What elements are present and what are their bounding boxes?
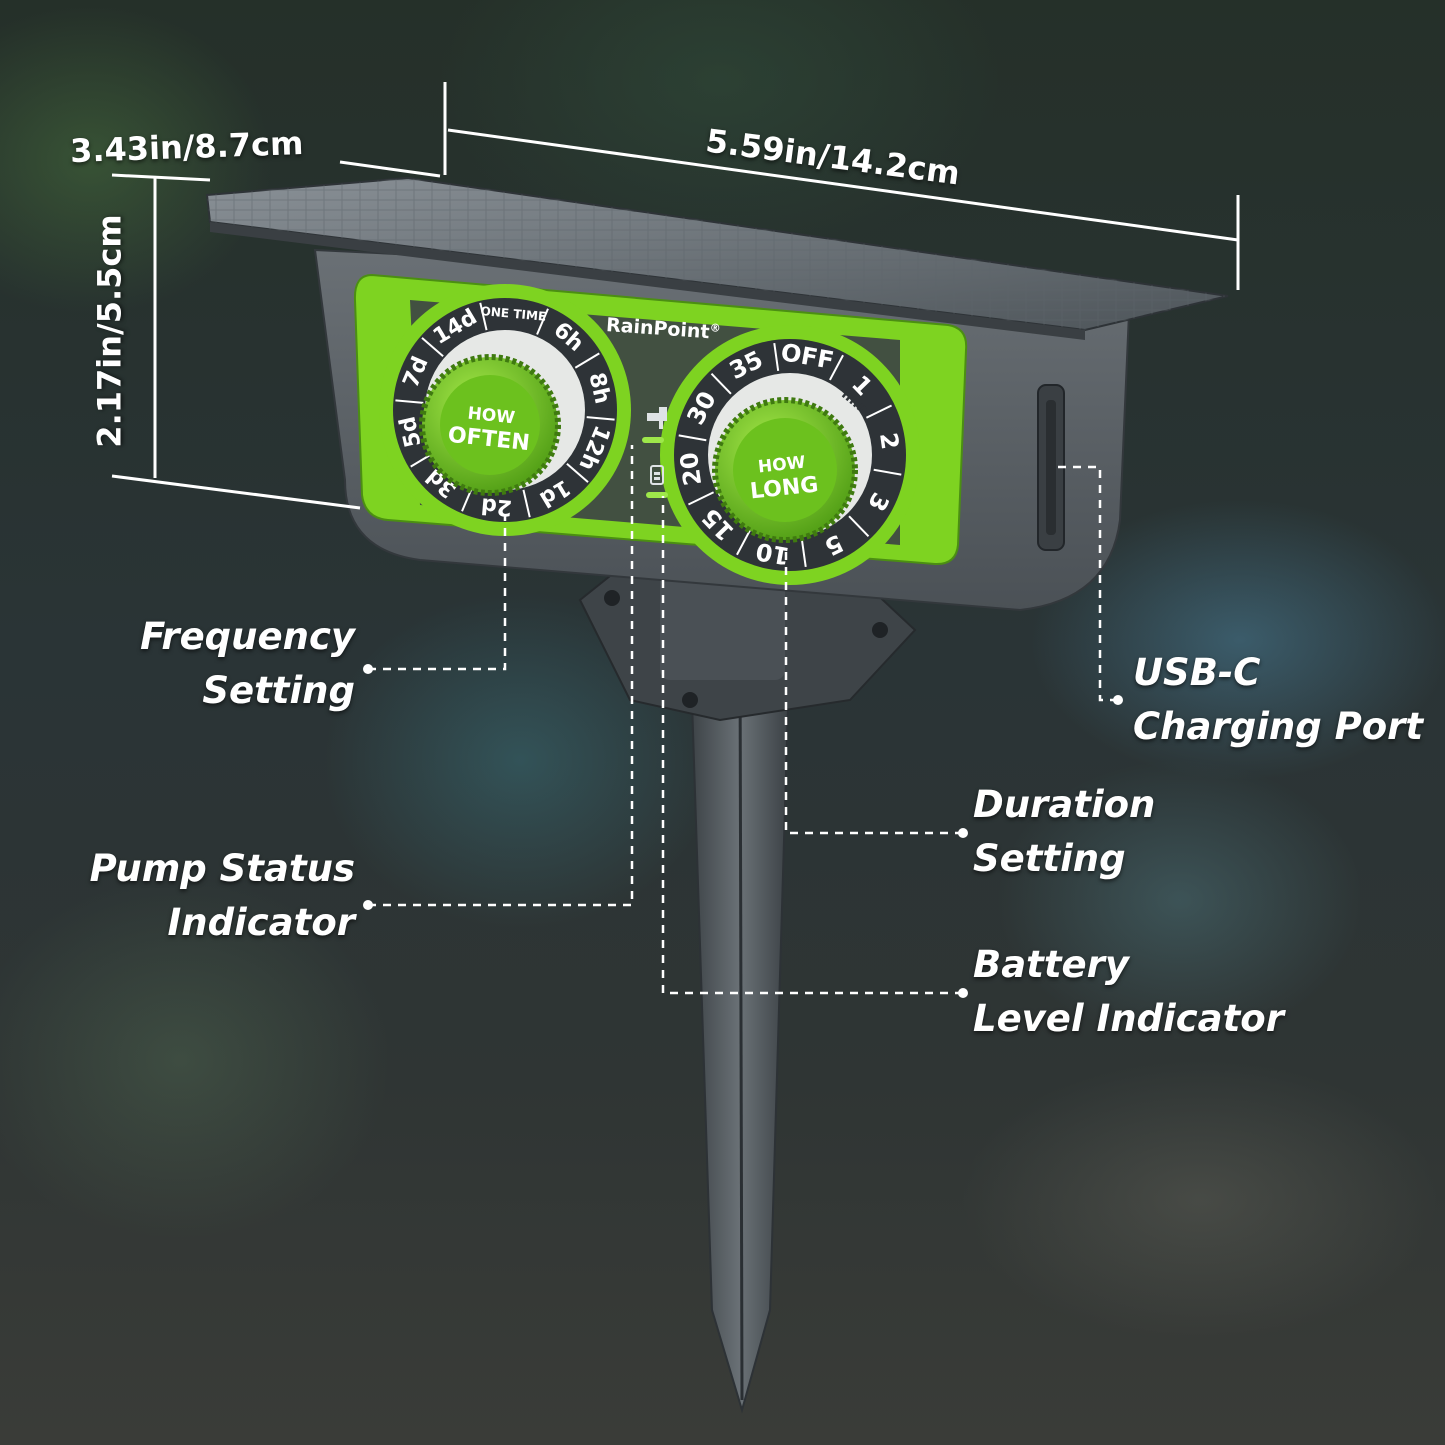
battery-level-callout: Battery Level Indicator — [973, 938, 1293, 1046]
dimension-height: 2.17in/5.5cm — [90, 214, 129, 448]
frequency-setting-callout: Frequency Setting — [80, 610, 355, 718]
dial-mark: 20 — [675, 450, 707, 487]
dial-divider — [566, 463, 589, 483]
dial-divider — [479, 302, 488, 331]
dial-divider — [848, 515, 870, 537]
callout-line: Indicator — [167, 901, 355, 944]
pump-status-callout: Pump Status Indicator — [60, 842, 355, 950]
dial-divider — [574, 352, 600, 369]
dial-divider — [873, 468, 902, 476]
callout-line: Duration — [973, 783, 1156, 826]
callout-leaders — [368, 445, 1118, 995]
callout-line: Charging Port — [1133, 705, 1424, 748]
brand-mark: ® — [709, 321, 722, 335]
dial-divider — [586, 416, 615, 421]
dial-mark: 2d — [480, 492, 513, 520]
dial-divider — [678, 434, 707, 442]
dial-divider — [395, 399, 424, 404]
dial-mark: ONE TIME — [480, 304, 547, 324]
frequency-knob-label: HOW OFTEN — [438, 399, 542, 457]
callout-line: Battery — [973, 943, 1130, 986]
solar-panel — [205, 176, 1229, 340]
callout-line: Setting — [973, 837, 1126, 880]
usb-c-callout: USB-C Charging Port — [1133, 646, 1433, 754]
callout-line: Setting — [202, 669, 355, 712]
callout-line: USB-C — [1133, 651, 1261, 694]
dial-divider — [829, 354, 844, 381]
callout-line: Pump Status — [89, 847, 355, 890]
callout-line: Level Indicator — [973, 997, 1284, 1040]
dimension-depth: 3.43in/8.7cm — [69, 123, 304, 171]
duration-setting-callout: Duration Setting — [973, 778, 1233, 886]
faucet-icon — [647, 407, 667, 429]
dial-divider — [800, 539, 807, 568]
dial-divider — [865, 404, 893, 419]
callout-line: Frequency — [140, 615, 355, 658]
dial-divider — [736, 529, 751, 556]
dial-mark: 2 — [874, 431, 904, 451]
dimension-lines — [111, 82, 1240, 510]
battery-icon — [650, 465, 664, 485]
callout-dots — [363, 664, 1123, 998]
battery-level-led — [646, 492, 668, 498]
dial-divider — [536, 308, 549, 335]
dial-divider — [421, 337, 444, 357]
dial-divider — [687, 491, 715, 506]
dial-divider — [710, 373, 732, 395]
pump-status-led — [642, 437, 664, 443]
usb-port-cover — [1037, 384, 1065, 551]
ground-stake — [578, 540, 917, 1414]
dial-divider — [773, 342, 780, 371]
dial-divider — [522, 489, 531, 518]
